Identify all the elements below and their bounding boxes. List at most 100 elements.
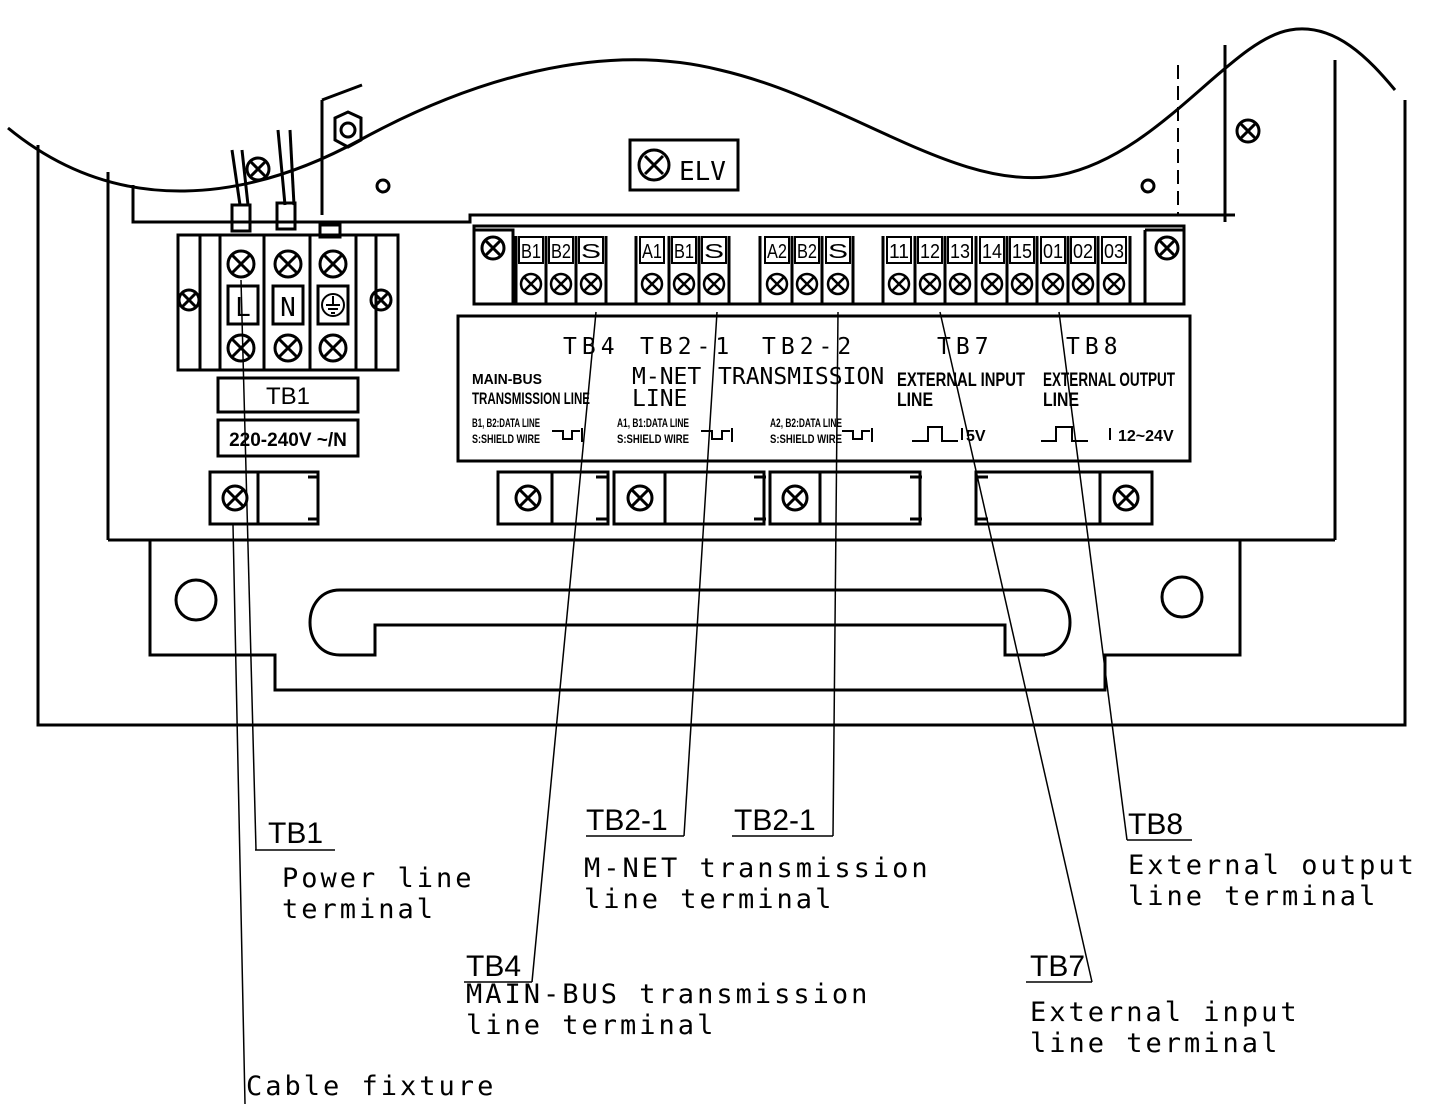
tb1-rating-plate: 220-240V ~/N xyxy=(229,430,347,451)
screw-icon xyxy=(702,272,726,296)
ext-output-voltage: 12~24V xyxy=(1118,428,1174,445)
label-plate: TB4 TB2-1 TB2-2 TB7 TB8 MAIN-BUS TRANSMI… xyxy=(456,314,1192,463)
strip-label-box xyxy=(548,236,574,264)
screw-icon xyxy=(795,272,819,296)
tb4-note-line1: B1, B2:DATA LINE xyxy=(472,416,540,430)
elv-badge: ELV xyxy=(628,138,740,192)
callout-cable-fixture: Cable fixture xyxy=(246,1071,496,1102)
ground-symbol-icon xyxy=(321,293,345,317)
ext-output-title-line1: EXTERNAL OUTPUT xyxy=(1043,370,1175,391)
callout-tb7-name: TB7 xyxy=(1030,950,1085,983)
callout-tb4-desc-line1: MAIN-BUS transmission xyxy=(466,979,870,1010)
ext-input-title-line1: EXTERNAL INPUT xyxy=(897,370,1025,391)
housing xyxy=(7,27,1407,727)
elv-text: ELV xyxy=(679,157,726,187)
strip-terminal-label: 11 xyxy=(889,241,909,263)
screw-icon xyxy=(245,156,271,182)
strip-terminal-label: 12 xyxy=(920,241,940,263)
tb21-note-line2: S:SHIELD WIRE xyxy=(617,432,689,446)
callout-tb7-desc-line1: External input xyxy=(1030,997,1300,1028)
strip-label-box xyxy=(578,236,604,264)
screw-icon xyxy=(1235,118,1261,144)
strip-label-box xyxy=(701,236,727,264)
strip-terminal-label: B1 xyxy=(521,241,541,263)
screw-icon xyxy=(765,272,789,296)
strip-terminal-label: S xyxy=(704,241,724,263)
strip-terminal-label: B2 xyxy=(797,241,817,263)
screw-icon xyxy=(672,272,696,296)
strip-screws xyxy=(519,272,1126,296)
earth-symbol-icon xyxy=(637,148,671,182)
screw-icon xyxy=(1071,272,1095,296)
plate-header-tb4: TB4 xyxy=(563,334,620,360)
callout-tb1-desc-line1: Power line xyxy=(282,863,475,894)
strip-terminal-label: 13 xyxy=(950,241,970,263)
tb1-name-plate: TB1 xyxy=(266,383,310,410)
strip-terminal-label: 03 xyxy=(1104,241,1124,263)
tb21-note-line1: A1, B1:DATA LINE xyxy=(617,416,689,430)
strip-label-box xyxy=(1040,236,1066,264)
tb22-note-line2: S:SHIELD WIRE xyxy=(770,432,842,446)
tb4-title-line1: MAIN-BUS xyxy=(472,371,542,388)
callout-tb4-desc-line2: line terminal xyxy=(466,1010,716,1041)
nut-icon xyxy=(333,110,363,149)
callout-tb8-desc-line2: line terminal xyxy=(1128,881,1378,912)
screw-icon xyxy=(226,249,256,279)
screw-icon xyxy=(318,333,348,363)
tb4-note-line2: S:SHIELD WIRE xyxy=(472,432,540,446)
strip-terminal-label: 02 xyxy=(1073,241,1093,263)
strip-label-box xyxy=(794,236,820,264)
screw-icon xyxy=(1154,235,1180,261)
mnet-title-line1: M-NET xyxy=(632,364,701,390)
cable-clamps xyxy=(208,470,1154,526)
strip-label-box xyxy=(1009,236,1035,264)
screw-icon xyxy=(1102,272,1126,296)
tb4-title-line2: TRANSMISSION LINE xyxy=(472,389,590,408)
screw-icon xyxy=(318,249,348,279)
screw-icon xyxy=(226,333,256,363)
screw-icon xyxy=(221,484,249,512)
screw-icon xyxy=(579,272,603,296)
upper-screw-group xyxy=(245,110,1261,194)
callout-tb8-desc-line1: External output xyxy=(1128,850,1417,881)
screw-icon xyxy=(980,272,1004,296)
screw-icon xyxy=(480,235,506,261)
strip-terminal-label: A2 xyxy=(767,241,787,263)
callout-tb1-name: TB1 xyxy=(268,817,323,850)
strip-terminal-label: A1 xyxy=(642,241,662,263)
hole-icon xyxy=(375,178,391,194)
callout-tb2-1-name-a: TB2-1 xyxy=(586,804,668,837)
strip-terminal-label: 01 xyxy=(1043,241,1063,263)
strip-label-box xyxy=(917,236,943,264)
callout-tb8-name: TB8 xyxy=(1128,808,1183,841)
screw-icon xyxy=(273,333,303,363)
screw-icon xyxy=(1112,484,1140,512)
screw-icon xyxy=(514,484,542,512)
callouts: TB1 Power line terminal TB2-1 TB2-1 M-NE… xyxy=(246,804,1417,1102)
screw-icon xyxy=(1010,272,1034,296)
screw-icon xyxy=(640,272,664,296)
mnet-title-line2: LINE xyxy=(632,386,687,412)
power-wires xyxy=(230,129,342,239)
ext-output-title-line2: LINE xyxy=(1043,390,1079,411)
screw-icon xyxy=(519,272,543,296)
screw-icon xyxy=(948,272,972,296)
screw-icon xyxy=(781,484,809,512)
strip-terminal-label: S xyxy=(581,241,601,263)
callout-tb2-1-name-b: TB2-1 xyxy=(734,804,816,837)
strip-terminal-label: B1 xyxy=(674,241,694,263)
screw-icon xyxy=(369,288,393,312)
strip-label-box xyxy=(518,236,544,264)
strip-label-box xyxy=(764,236,790,264)
strip-label-box xyxy=(979,236,1005,264)
screw-icon xyxy=(1041,272,1065,296)
hole-icon xyxy=(1140,178,1156,194)
callout-mnet-desc-line1: M-NET transmission xyxy=(584,853,931,884)
plate-header-tb8: TB8 xyxy=(1066,334,1123,360)
strip-terminal-label: 15 xyxy=(1012,241,1032,263)
leader-lines xyxy=(232,279,1192,1104)
strip-label-box xyxy=(1101,236,1127,264)
